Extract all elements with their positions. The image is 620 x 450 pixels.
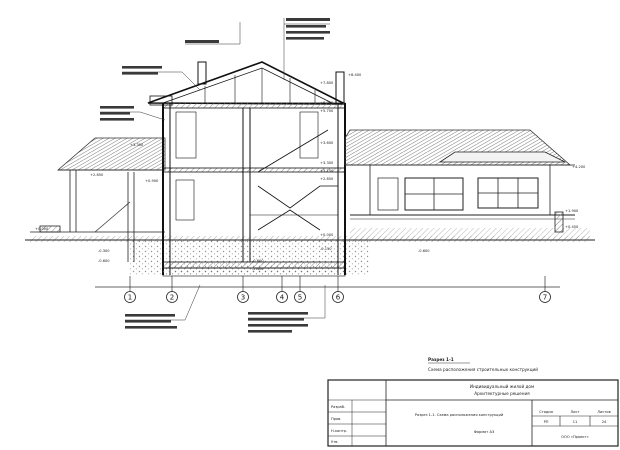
level-mark: -2.400	[252, 267, 264, 271]
title-block-text: Индивидуальный жилой дом Архитектурные р…	[331, 384, 611, 444]
axis-bubble	[294, 291, 306, 303]
level-mark: +3.300	[320, 161, 334, 165]
axis-bubble	[332, 291, 344, 303]
caption-text: Схема расположения строительных конструк…	[428, 367, 538, 372]
note-text-block	[286, 31, 330, 34]
axis-label: 7	[543, 294, 547, 302]
level-mark: +3.300	[130, 143, 144, 147]
note-text-block	[248, 324, 308, 327]
level-mark: +0.900	[145, 179, 159, 183]
axis-label: 2	[170, 294, 174, 302]
note-text-block	[125, 314, 175, 317]
axis-label: 4	[280, 294, 285, 302]
axis-bubble	[276, 291, 288, 303]
level-mark: +0.000	[35, 227, 49, 231]
level-mark: +3.600	[320, 141, 334, 145]
level-mark: +2.850	[90, 173, 104, 177]
note-blocks	[100, 18, 330, 333]
note-text-block	[248, 318, 304, 321]
tb-org: ООО «Проект»	[561, 435, 589, 439]
note-text-block	[248, 330, 292, 333]
axis-bubble	[539, 291, 551, 303]
tb-sheet-header: Лист	[570, 410, 579, 414]
right-wing	[344, 129, 575, 233]
level-mark: +8.400	[348, 73, 362, 77]
tb-sheet-name: Архитектурные решения	[474, 391, 530, 396]
note-text-block	[122, 66, 162, 69]
note-text-block	[286, 37, 324, 40]
note-text-block	[125, 326, 177, 329]
tb-row: Разраб.	[331, 405, 345, 409]
level-mark: -0.600	[252, 259, 264, 263]
axis-label: 5	[298, 294, 302, 302]
caption-line: Разрез 1-1	[428, 357, 454, 362]
tb-stage-header: Стадия	[539, 410, 553, 414]
note-text-block	[100, 106, 134, 109]
level-mark: -0.300	[98, 249, 110, 253]
note-text-block	[286, 18, 330, 21]
tb-sheets: 24	[602, 420, 607, 424]
title-block	[327, 379, 619, 447]
tb-format: Формат А3	[474, 430, 494, 434]
note-text-block	[100, 112, 130, 115]
level-mark: +5.700	[320, 109, 334, 113]
note-text-block	[248, 312, 308, 315]
tb-stage: РП	[544, 420, 549, 424]
level-mark: -0.600	[418, 249, 430, 253]
main-block	[147, 61, 346, 277]
axis-bubbles: 1 2 3 4 5 6 7	[124, 291, 551, 303]
tb-sheet: 11	[573, 420, 578, 424]
tb-drawing-name: Разрез 1-1. Схема расположения конструкц…	[415, 413, 504, 417]
note-text-block	[122, 72, 158, 75]
level-mark: +0.000	[320, 233, 334, 237]
caption: Разрез 1-1 Схема расположения строительн…	[428, 357, 538, 372]
axis-grid	[95, 276, 560, 292]
level-mark: -0.600	[98, 259, 110, 263]
axis-bubble	[124, 291, 136, 303]
note-text-block	[125, 320, 171, 323]
level-mark: +1.900	[565, 209, 579, 213]
tb-row: Утв.	[331, 440, 339, 444]
level-mark: +7.800	[320, 81, 334, 85]
tb-row: Пров.	[331, 417, 341, 421]
note-text-block	[100, 118, 134, 121]
note-text-block	[185, 40, 219, 43]
left-porch	[30, 137, 166, 262]
axis-bubble	[237, 291, 249, 303]
level-mark: +2.850	[320, 177, 334, 181]
level-mark: +3.150	[320, 169, 334, 173]
level-mark: +6.300	[320, 101, 334, 105]
axis-label: 6	[336, 294, 341, 302]
note-text-block	[286, 25, 326, 28]
axis-bubble	[166, 291, 178, 303]
level-mark: -0.150	[320, 247, 332, 251]
tb-row: Н.контр.	[331, 429, 347, 433]
level-marks: +8.400 +7.800 +6.300 +5.700 +3.600 +3.30…	[35, 73, 586, 271]
tb-project: Индивидуальный жилой дом	[470, 384, 534, 389]
axis-label: 1	[128, 294, 132, 302]
tb-sheets-header: Листов	[597, 410, 610, 414]
axis-label: 3	[241, 294, 245, 302]
level-mark: +0.450	[565, 225, 579, 229]
level-mark: +4.200	[572, 165, 586, 169]
